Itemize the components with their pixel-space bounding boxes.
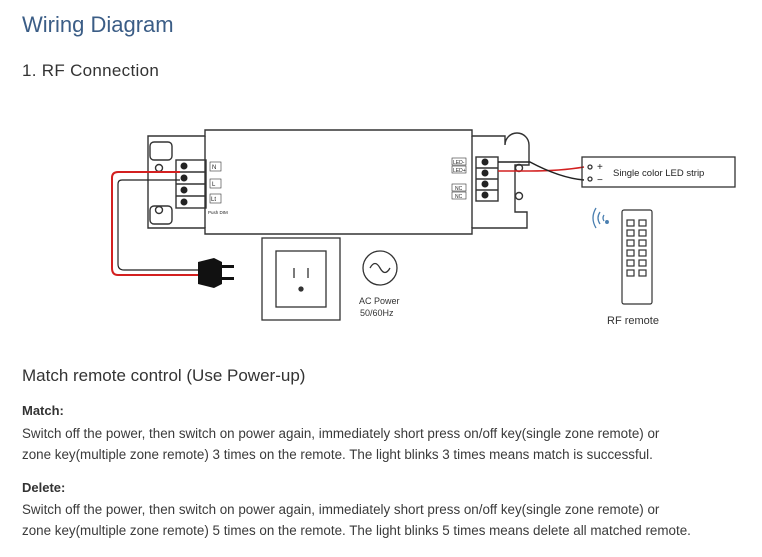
led-strip-icon	[581, 156, 736, 188]
power-cable	[111, 171, 198, 276]
terminal-label-l: L	[212, 182, 216, 188]
ac-power-icon	[362, 250, 398, 286]
section-title: 1. RF Connection	[22, 61, 160, 80]
push-dim-label: Push DIM	[208, 210, 228, 215]
left-terminal-screws	[180, 162, 188, 206]
led-output-wires	[498, 161, 585, 181]
page-title: Wiring Diagram	[22, 12, 174, 37]
terminal-label-led-plus: LED+	[453, 168, 466, 174]
terminal-label-nc-1: NC	[455, 186, 463, 192]
match-line-1: Switch off the power, then switch on pow…	[22, 426, 660, 441]
plug-icon	[198, 258, 234, 288]
strip-minus-sign: −	[597, 175, 603, 186]
terminal-label-nc-2: NC	[455, 194, 463, 200]
rf-remote-icon	[621, 209, 653, 305]
terminal-label-lt: Lt	[211, 197, 216, 203]
delete-line-1: Switch off the power, then switch on pow…	[22, 502, 660, 517]
terminal-label-n: N	[212, 165, 216, 171]
terminal-label-led-minus: LED-	[453, 160, 465, 166]
right-terminal-screws	[481, 158, 489, 199]
signal-waves-icon	[592, 207, 609, 229]
match-label: Match:	[22, 403, 64, 418]
ac-power-label: AC Power	[359, 296, 400, 306]
match-instructions: Switch off the power, then switch on pow…	[22, 423, 752, 465]
wiring-diagram: N L Lt Push DIM LED- LED+ NC NC AC Power…	[111, 129, 736, 327]
delete-line-2: zone key(multiple zone remote) 5 times o…	[22, 523, 691, 538]
wall-outlet-icon	[261, 237, 341, 321]
ac-frequency-label: 50/60Hz	[360, 308, 394, 318]
led-driver	[147, 129, 530, 235]
strip-plus-sign: +	[597, 162, 603, 173]
match-line-2: zone key(multiple zone remote) 3 times o…	[22, 447, 653, 462]
delete-instructions: Switch off the power, then switch on pow…	[22, 499, 752, 541]
strip-label: Single color LED strip	[613, 168, 704, 179]
match-heading: Match remote control (Use Power-up)	[22, 366, 306, 385]
delete-label: Delete:	[22, 480, 66, 495]
rf-remote-label: RF remote	[607, 315, 659, 327]
